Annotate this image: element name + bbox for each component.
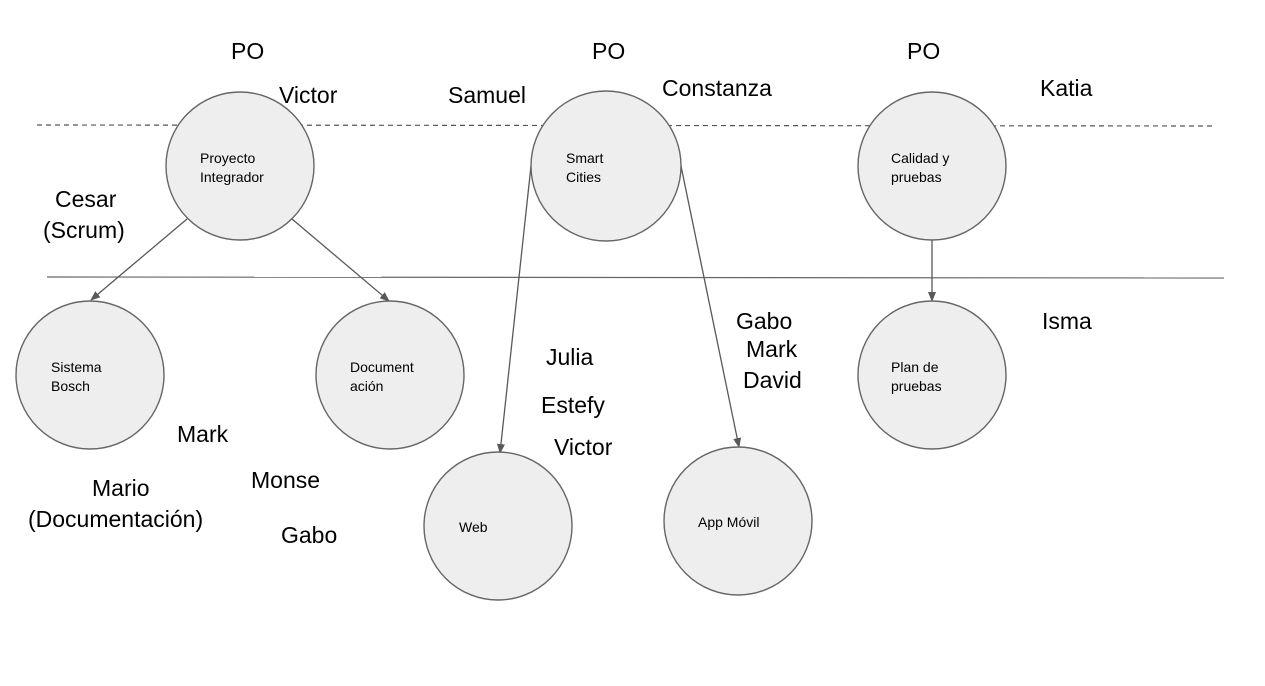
node-label-line-2: Cities [566, 169, 601, 185]
node-label-line-2: pruebas [891, 378, 942, 394]
person-label-mark: Mark [746, 336, 798, 362]
svg-text:Integrador: Integrador [200, 169, 264, 185]
node-label-line-1: Plan de [891, 359, 939, 375]
node-label-line-1: Sistema [51, 359, 102, 375]
po-label: PO [231, 38, 264, 64]
svg-text:(Scrum): (Scrum) [43, 217, 125, 243]
node-label-line-1: Calidad y [891, 150, 949, 166]
person-label-mario-role: (Documentación) [28, 506, 203, 532]
edges [90, 165, 936, 454]
node-label-line-1: App Móvil [698, 514, 759, 530]
svg-text:Proyecto: Proyecto [200, 150, 255, 166]
po-label: PO [592, 38, 625, 64]
edge-proyecto-to-documentacion [291, 218, 390, 302]
person-label-david: David [743, 367, 802, 393]
node-circle [857, 300, 1007, 450]
person-label-mario: Mario [92, 475, 150, 501]
svg-text:Document: Document [350, 359, 414, 375]
person-label-estefy: Estefy [541, 392, 605, 418]
person-label-katia: Katia [1040, 75, 1093, 101]
node-label-line-1: Smart [566, 150, 603, 166]
solid-separator-line [46, 276, 1225, 279]
node-circle [530, 90, 682, 242]
svg-text:pruebas: pruebas [891, 378, 942, 394]
person-label-gabo: Gabo [736, 308, 792, 334]
node-circle [315, 300, 465, 450]
svg-text:Web: Web [459, 519, 488, 535]
node-label-line-1: Proyecto [200, 150, 255, 166]
person-label-constanza: Constanza [662, 75, 772, 101]
node-proyecto-integrador: Proyecto Integrador [165, 91, 315, 241]
svg-text:(Documentación): (Documentación) [28, 506, 203, 532]
role-labels: PO PO PO Victor Samuel Constanza Katia C… [28, 38, 1093, 548]
svg-text:Sistema: Sistema [51, 359, 102, 375]
node-circle [663, 446, 813, 596]
node-label-line-2: pruebas [891, 169, 942, 185]
edge-proyecto-to-bosch [90, 218, 188, 301]
person-label-julia: Julia [546, 344, 594, 370]
svg-text:Plan de: Plan de [891, 359, 939, 375]
node-smart-cities: Smart Cities [530, 90, 682, 242]
po-label: PO [907, 38, 940, 64]
person-label-monse: Monse [251, 467, 320, 493]
svg-text:App Móvil: App Móvil [698, 514, 759, 530]
node-circle [15, 300, 165, 450]
person-label-cesar: Cesar [55, 186, 117, 212]
node-label-line-2: Bosch [51, 378, 90, 394]
node-circle [423, 451, 573, 601]
node-app-movil: App Móvil [663, 446, 813, 596]
node-label-line-2: ación [350, 378, 383, 394]
node-documentacion: Document ación [315, 300, 465, 450]
node-calidad-pruebas: Calidad y pruebas [857, 91, 1007, 241]
person-label-victor: Victor [554, 434, 613, 460]
svg-text:Mario: Mario [92, 475, 150, 501]
svg-text:Bosch: Bosch [51, 378, 90, 394]
svg-text:Calidad y: Calidad y [891, 150, 949, 166]
svg-text:Cesar: Cesar [55, 186, 117, 212]
node-label-line-1: Document [350, 359, 414, 375]
person-label-gabo: Gabo [281, 522, 337, 548]
svg-text:Cities: Cities [566, 169, 601, 185]
person-label-isma: Isma [1042, 308, 1092, 334]
person-label-victor: Victor [279, 82, 338, 108]
svg-text:ación: ación [350, 378, 383, 394]
node-sistema-bosch: Sistema Bosch [15, 300, 165, 450]
node-plan-pruebas: Plan de pruebas [857, 300, 1007, 450]
node-circle [165, 91, 315, 241]
person-label-cesar-role: (Scrum) [43, 217, 125, 243]
node-circle [857, 91, 1007, 241]
person-label-mark: Mark [177, 421, 229, 447]
edge-smartcities-to-web [496, 165, 532, 454]
node-web: Web [423, 451, 573, 601]
person-label-samuel: Samuel [448, 82, 526, 108]
node-label-line-2: Integrador [200, 169, 264, 185]
svg-text:Smart: Smart [566, 150, 603, 166]
edge-smartcities-to-appmovil [680, 165, 742, 448]
node-label-line-1: Web [459, 519, 488, 535]
svg-text:pruebas: pruebas [891, 169, 942, 185]
